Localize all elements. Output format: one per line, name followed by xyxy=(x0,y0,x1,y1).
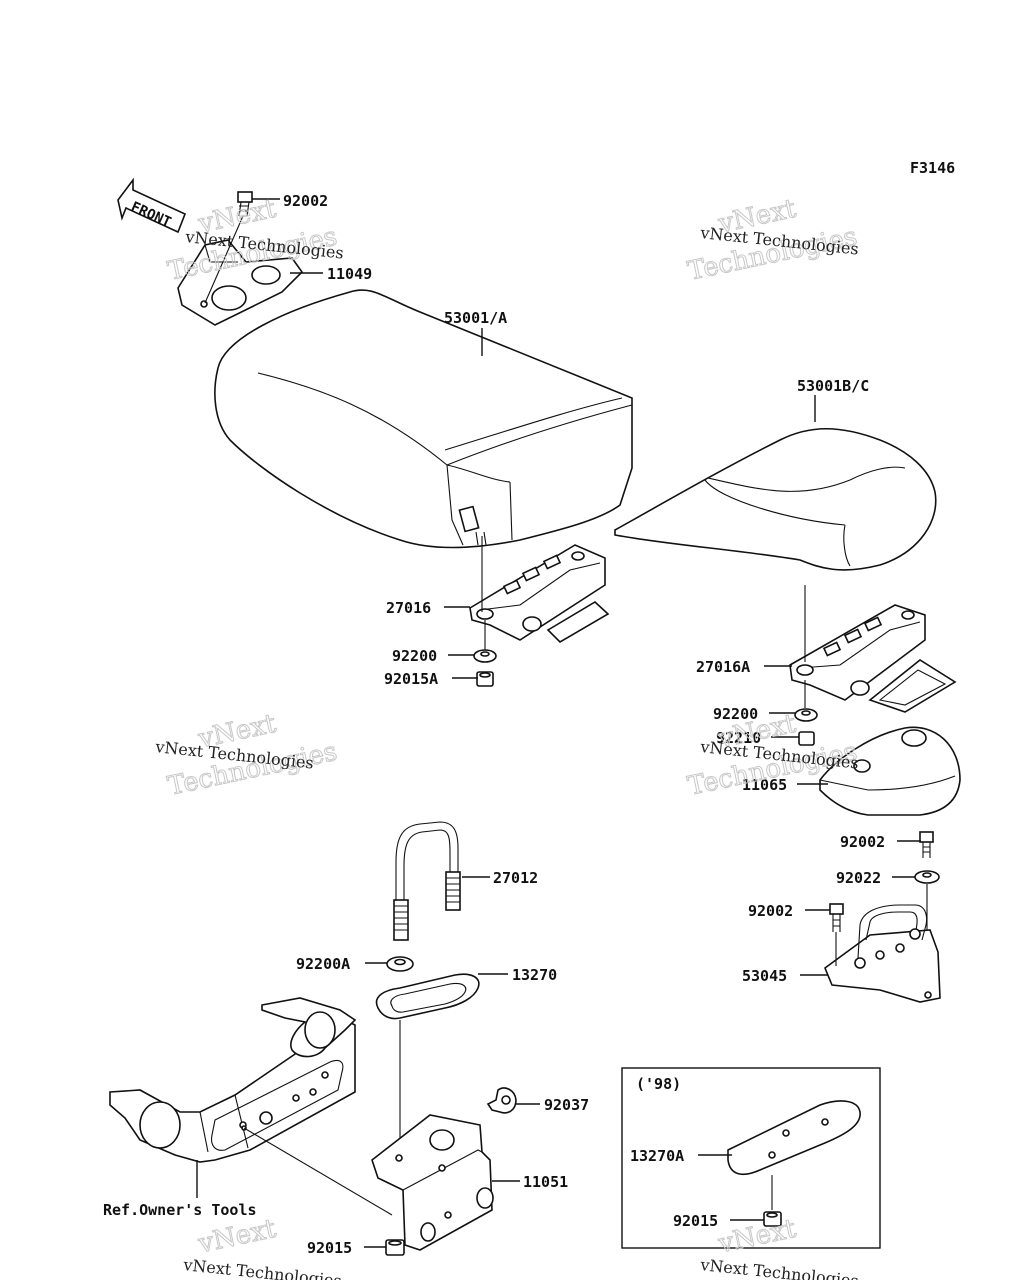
callout-27016a: 27016A xyxy=(696,658,750,676)
callout-92002: 92002 xyxy=(748,902,793,920)
leader-lines xyxy=(196,198,921,1248)
part-53001bc-rear-seat xyxy=(614,428,937,571)
svg-text:vNext Technologies: vNext Technologies xyxy=(699,1255,860,1280)
washer-92200a xyxy=(386,956,414,972)
callout-92022: 92022 xyxy=(836,869,881,887)
washer-92200-right xyxy=(794,708,818,722)
nut-92210 xyxy=(798,731,815,746)
part-53001a-main-seat xyxy=(214,289,633,549)
callout-92015: 92015 xyxy=(307,1239,352,1257)
callout-53001bc: 53001B/C xyxy=(797,377,869,395)
callout-92015a: 92015A xyxy=(384,670,438,688)
callout-27016: 27016 xyxy=(386,599,431,617)
ref-owners-tools-note: Ref.Owner's Tools xyxy=(103,1201,257,1219)
callout-92200: 92200 xyxy=(713,705,758,723)
callout-92037: 92037 xyxy=(544,1096,589,1114)
callout-11065: 11065 xyxy=(742,776,787,794)
nut-92015-left xyxy=(385,1239,405,1256)
callout-92210: 92210 xyxy=(716,729,761,747)
svg-text:vNext: vNext xyxy=(195,1214,279,1260)
callout-13270: 13270 xyxy=(512,966,557,984)
part-27016a-hook xyxy=(789,585,957,713)
callout-92002: 92002 xyxy=(840,833,885,851)
bolt-92002-lower xyxy=(829,903,844,966)
part-27016-hook xyxy=(469,536,610,650)
callout-13270a: 13270A xyxy=(630,1147,684,1165)
part-11051-bracket xyxy=(371,1114,494,1251)
clip-92037 xyxy=(486,1087,517,1114)
part-11049-bracket xyxy=(177,239,304,326)
part-27012-u-bolt xyxy=(393,821,461,941)
bolt-92002-top xyxy=(204,191,253,304)
svg-text:vNext: vNext xyxy=(715,1214,799,1260)
washer-92022 xyxy=(914,870,940,884)
part-11065-cover xyxy=(819,726,961,816)
inset-title: ('98) xyxy=(636,1075,681,1093)
washer-92200-left xyxy=(473,649,497,663)
callout-92200: 92200 xyxy=(392,647,437,665)
callout-11051: 11051 xyxy=(523,1173,568,1191)
callout-11049: 11049 xyxy=(327,265,372,283)
part-13270-plate xyxy=(375,973,480,1150)
figure-code: F3146 xyxy=(910,159,955,177)
callout-27012: 27012 xyxy=(493,869,538,887)
svg-text:vNext Technologies: vNext Technologies xyxy=(182,1255,343,1280)
callout-92200a: 92200A xyxy=(296,955,350,973)
callout-92015: 92015 xyxy=(673,1212,718,1230)
owners-tool-tray xyxy=(109,997,393,1216)
part-53045-bracket xyxy=(824,884,941,1003)
nut-92015a-left xyxy=(476,671,494,687)
callout-53001a: 53001/A xyxy=(444,309,507,327)
callout-92002: 92002 xyxy=(283,192,328,210)
inset-98-box xyxy=(621,1067,881,1249)
callout-53045: 53045 xyxy=(742,967,787,985)
bolt-92002-right xyxy=(919,831,934,858)
front-arrow-icon: FRONT xyxy=(117,177,187,234)
